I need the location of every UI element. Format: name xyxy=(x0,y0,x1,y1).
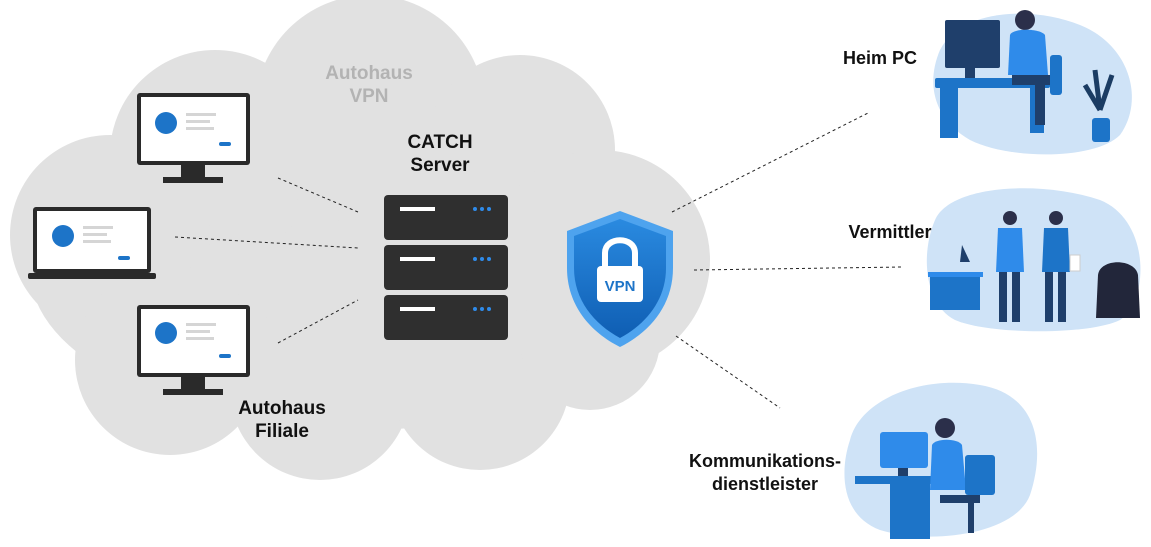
cloud-title: Autohaus VPN xyxy=(304,62,434,108)
comm-provider-line1: Kommunikations- xyxy=(688,451,841,471)
line-monitor-top xyxy=(277,177,359,213)
monitor-icon xyxy=(137,93,250,183)
comm-provider-label: Kommunikations- dienstleister xyxy=(665,450,865,496)
branch-label-line2: Filiale xyxy=(255,421,309,442)
laptop-icon xyxy=(28,207,156,279)
server-label-line2: Server xyxy=(410,155,470,176)
broker-label: Vermittler xyxy=(848,222,932,242)
line-laptop xyxy=(174,236,359,249)
comm-provider-line2: dienstleister xyxy=(711,474,819,494)
comm-provider-illustration xyxy=(844,382,1038,539)
cloud-title-line1: Autohaus xyxy=(325,63,413,84)
connection-lines xyxy=(174,111,903,409)
line-broker xyxy=(693,266,903,271)
branch-label-line1: Autohaus xyxy=(238,398,326,419)
line-home-pc xyxy=(671,111,871,213)
broker-illustration xyxy=(926,188,1141,332)
server-label-line1: CATCH xyxy=(407,132,473,153)
home-pc-illustration xyxy=(933,10,1132,155)
vpn-shield-icon: VPN xyxy=(567,211,673,347)
monitor-icon xyxy=(137,305,250,395)
line-comm xyxy=(675,335,781,409)
branch-label: Autohaus Filiale xyxy=(217,397,347,443)
shield-vpn-text: VPN xyxy=(605,278,636,295)
cloud-title-line2: VPN xyxy=(349,86,389,107)
server-icon xyxy=(384,195,508,340)
server-label: CATCH Server xyxy=(375,131,505,177)
home-pc-label: Heim PC xyxy=(842,48,918,68)
